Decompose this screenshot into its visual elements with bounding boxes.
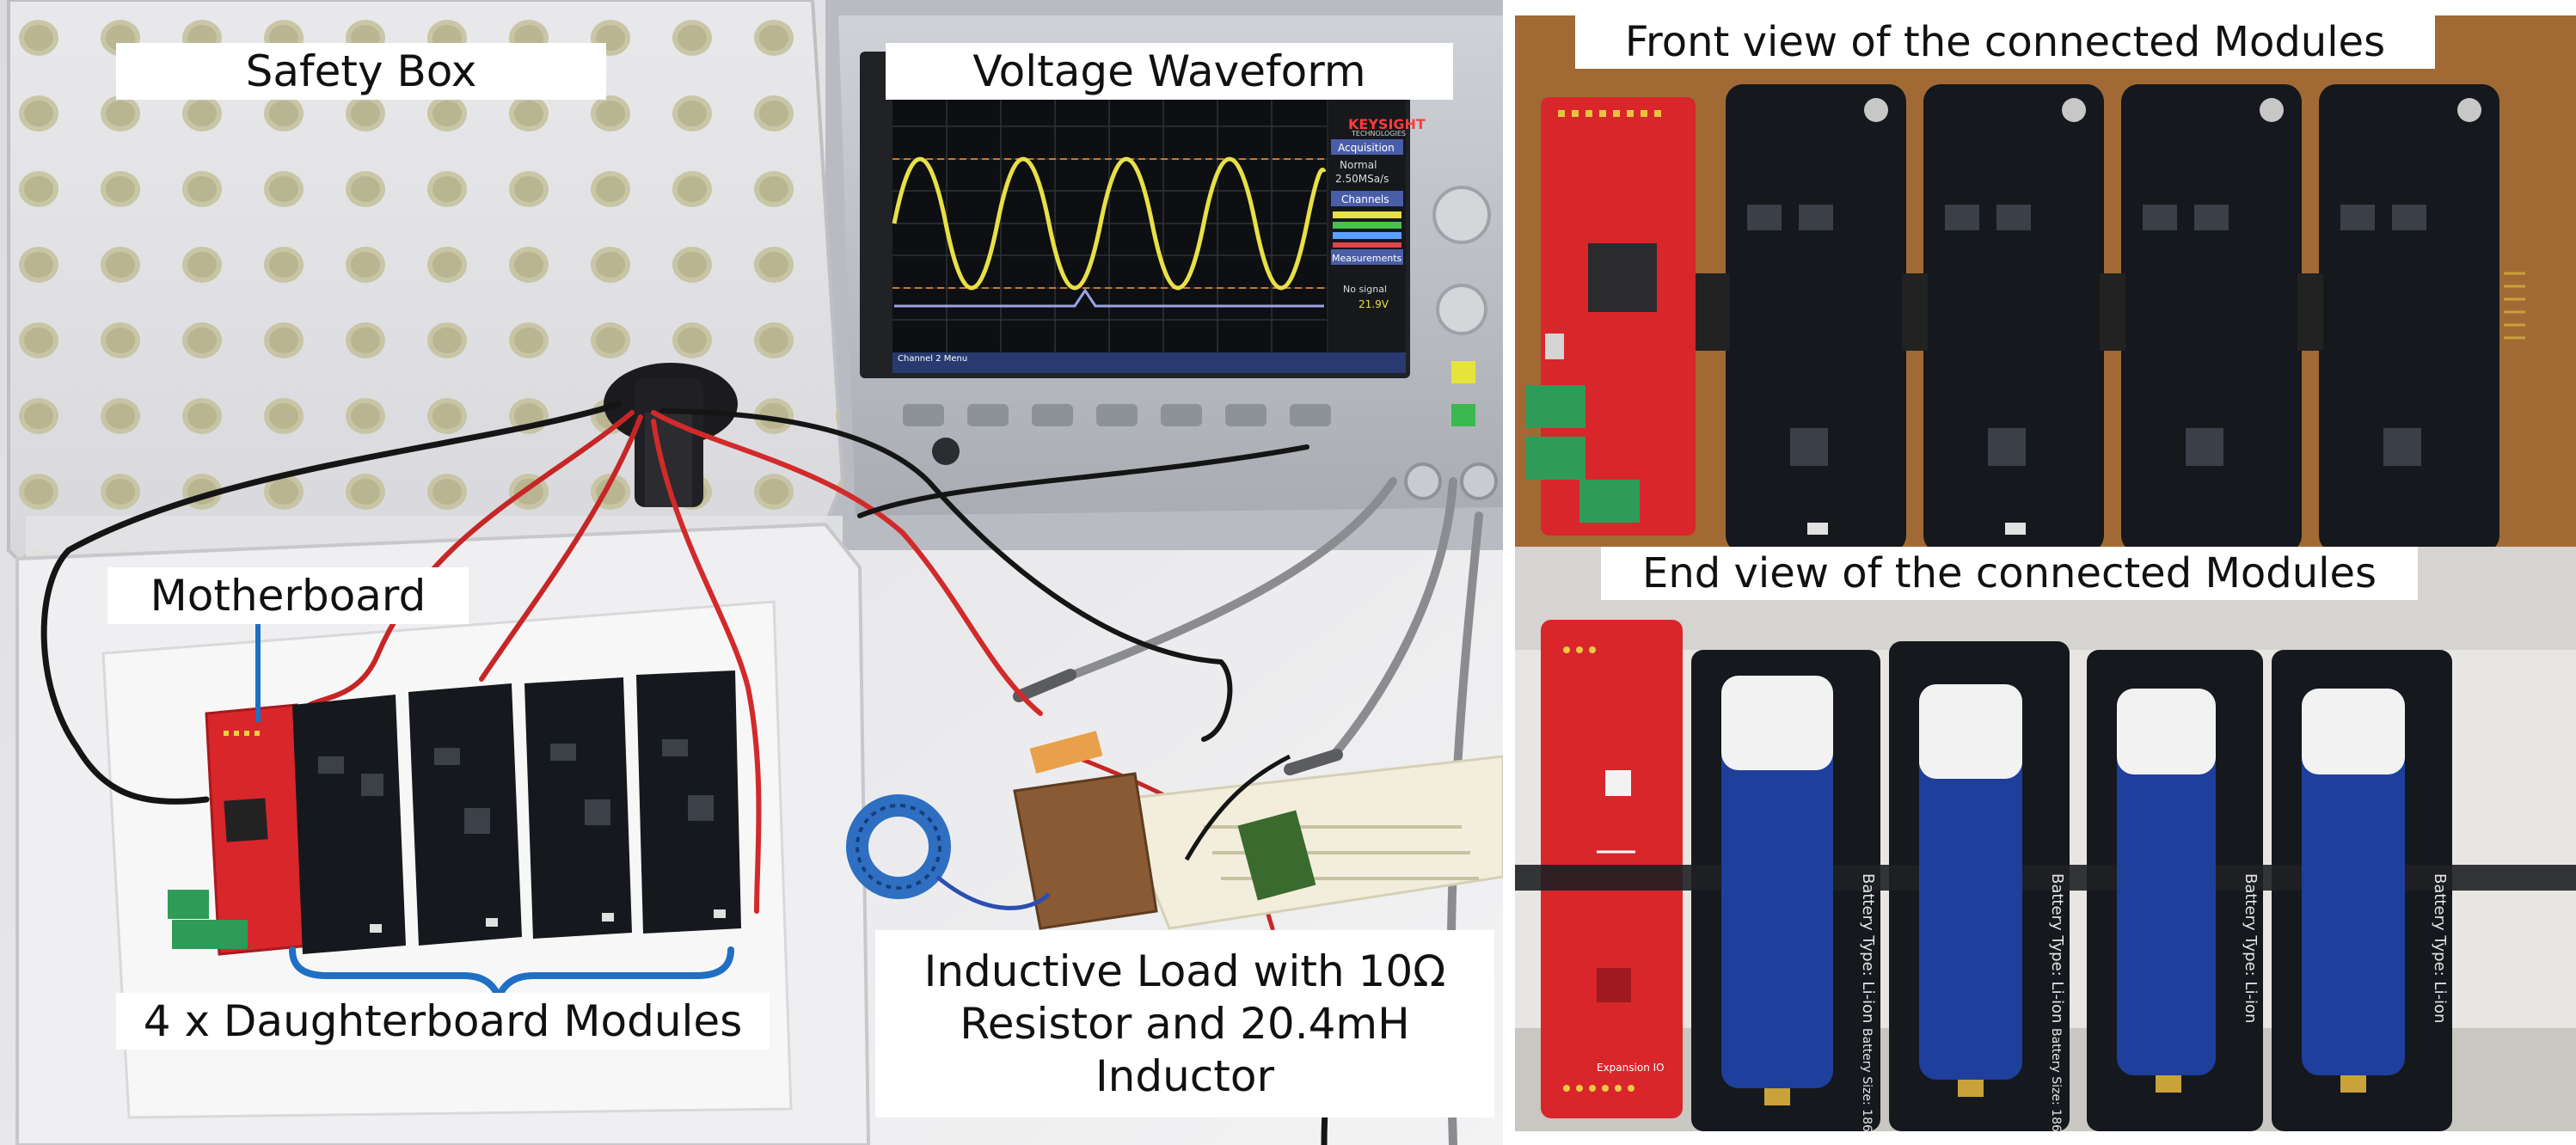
svg-text:Expansion IO: Expansion IO — [1597, 1062, 1665, 1074]
end-view-scene: Expansion IO Bat — [1515, 547, 2576, 1131]
scope-brand: KEYSIGHT — [1348, 116, 1426, 132]
svg-text:Measurements: Measurements — [1332, 253, 1402, 264]
front-daughterboards — [1696, 84, 2525, 553]
waveform-trace — [892, 156, 1327, 291]
svg-text:Battery Type: Li-ion: Battery Type: Li-ion — [2242, 873, 2260, 1023]
battery-modules — [1515, 641, 2576, 1131]
battery-cells — [1721, 676, 2405, 1088]
inductor-toroid — [846, 794, 951, 899]
resistor-board — [1013, 731, 1316, 930]
lab-setup-photo: KEYSIGHT TECHNOLOGIES Acquisition Normal… — [0, 0, 1503, 1145]
oscilloscope: KEYSIGHT TECHNOLOGIES Acquisition Normal… — [838, 15, 1503, 516]
svg-text:Acquisition: Acquisition — [1338, 142, 1395, 154]
front-view-scene — [1515, 15, 2576, 593]
svg-text:Normal: Normal — [1340, 159, 1377, 171]
svg-text:21.9V: 21.9V — [1359, 298, 1389, 310]
motherboard-label: Motherboard — [107, 567, 469, 624]
svg-text:Channel 2 Menu: Channel 2 Menu — [898, 354, 967, 364]
svg-text:Battery Size: 18650: Battery Size: 18650 — [1860, 1028, 1874, 1131]
end-view-label: End view of the connected Modules — [1601, 547, 2418, 600]
svg-text:Battery Size: 18650: Battery Size: 18650 — [2049, 1028, 2063, 1131]
svg-text:No signal: No signal — [1343, 284, 1387, 295]
svg-text:Battery Type: Li-ion: Battery Type: Li-ion — [1859, 873, 1877, 1023]
front-view-photo: Front view of the connected Modules — [1515, 15, 2576, 593]
svg-text:Battery Type: Li-ion: Battery Type: Li-ion — [2048, 873, 2066, 1023]
front-motherboard — [1525, 97, 1696, 536]
svg-text:Battery Type: Li-ion: Battery Type: Li-ion — [2431, 873, 2449, 1023]
svg-text:TECHNOLOGIES: TECHNOLOGIES — [1351, 130, 1406, 138]
motherboard-pcb — [168, 703, 311, 956]
safety-box-label: Safety Box — [116, 43, 606, 100]
svg-text:Channels: Channels — [1341, 193, 1389, 205]
daughterboards-in-box — [292, 670, 741, 954]
inductive-load-label: Inductive Load with 10Ω Resistor and 20.… — [875, 930, 1494, 1117]
breadboard — [1115, 755, 1503, 930]
front-view-label: Front view of the connected Modules — [1575, 15, 2435, 69]
daughterboards-label: 4 x Daughterboard Modules — [116, 993, 770, 1050]
voltage-waveform-label: Voltage Waveform — [886, 43, 1453, 100]
svg-text:2.50MSa/s: 2.50MSa/s — [1335, 173, 1389, 185]
end-view-photo: Expansion IO Bat — [1515, 547, 2576, 1131]
